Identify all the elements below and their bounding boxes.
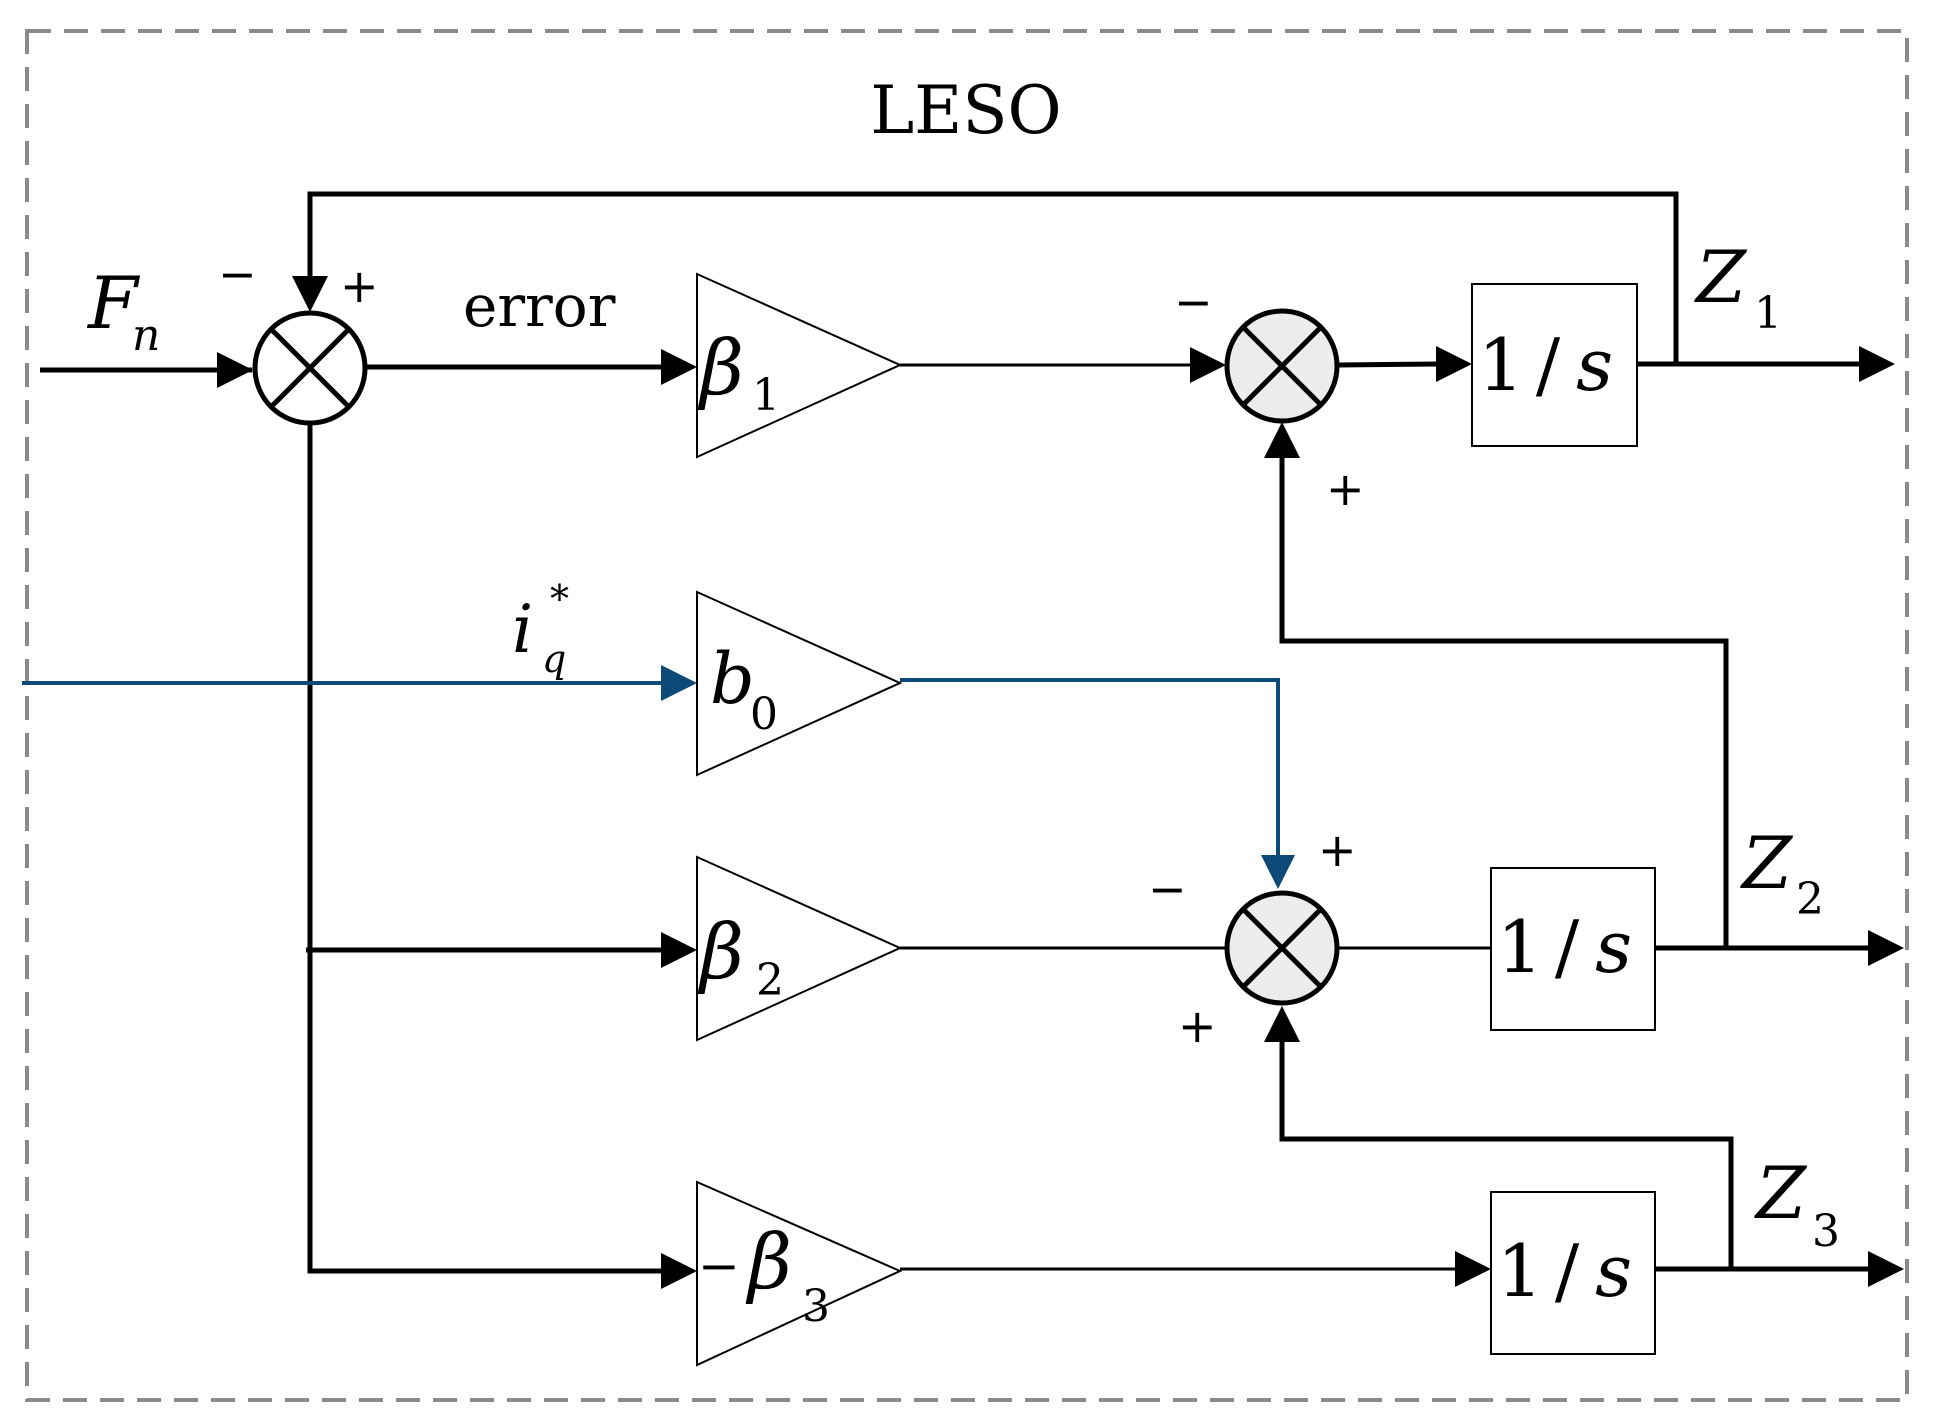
gain-beta2-symbol: β	[697, 907, 744, 996]
input-label-main: F	[86, 261, 141, 345]
integrator-3-slash: /	[1555, 1229, 1580, 1313]
summing-junction-1	[252, 310, 368, 426]
beta1-output-arrowhead	[1190, 347, 1226, 383]
integrator-1-var: s	[1576, 323, 1613, 407]
svg-text:β: β	[697, 907, 744, 996]
reference-label-superscript: *	[550, 577, 569, 621]
sum2-output-arrowhead	[1436, 346, 1472, 382]
gain-b0: b 0	[696, 590, 903, 777]
output-z3-main: Z	[1754, 1151, 1808, 1235]
gain-beta1-subscript: 1	[752, 370, 780, 421]
integrator-3-var: s	[1595, 1229, 1632, 1313]
sum3-top-plus-sign: +	[1318, 823, 1357, 877]
integrator-1-slash: /	[1536, 323, 1561, 407]
integrator-3: 1/s	[1490, 1191, 1656, 1355]
reference-label-subscript: q	[542, 637, 566, 681]
svg-text:2: 2	[1796, 874, 1824, 925]
z3-feedback-wire	[1279, 1042, 1734, 1269]
reference-arrowhead	[661, 665, 697, 701]
b0-output-wire	[900, 678, 1280, 856]
svg-text:F: F	[86, 261, 141, 345]
svg-text:b: b	[710, 638, 755, 720]
z2-feedback-wire	[1279, 455, 1729, 948]
summing-junction-3	[1224, 890, 1340, 1006]
summing-junction-2	[1224, 308, 1340, 424]
input-label-subscript: n	[132, 310, 160, 361]
sum2-plus-sign: +	[1326, 462, 1365, 516]
diagram-title: LESO	[870, 72, 1061, 149]
output-z2-subscript: 2	[1796, 874, 1824, 925]
b0-output-arrowhead	[1261, 855, 1295, 889]
integrator-3-num: 1	[1497, 1229, 1543, 1313]
svg-text:i: i	[512, 591, 533, 668]
integrator-2-var: s	[1595, 905, 1632, 989]
z1-feedback-wire	[307, 191, 1679, 364]
svg-text:3: 3	[802, 1281, 830, 1332]
integrator-2-slash: /	[1555, 905, 1580, 989]
integrator-2-num: 1	[1497, 905, 1543, 989]
gain-beta3: − β 3	[696, 1180, 903, 1367]
svg-text:1: 1	[752, 370, 780, 421]
output-z3-subscript: 3	[1812, 1206, 1840, 1257]
svg-text:−: −	[698, 1237, 740, 1295]
svg-text:2: 2	[756, 955, 784, 1006]
svg-text:q: q	[542, 637, 566, 681]
sum1-minus-sign: −	[218, 247, 257, 301]
error-label: error	[463, 272, 616, 340]
integrator-2: 1/s	[1490, 867, 1656, 1031]
beta3-input-arrowhead	[661, 1253, 697, 1289]
sum2-output-wire	[1337, 361, 1441, 368]
gain-beta3-prefix: −	[698, 1237, 740, 1295]
svg-text:n: n	[132, 310, 160, 361]
svg-text:1/s: 1/s	[1497, 905, 1632, 989]
z3-feedback-arrowhead	[1264, 1006, 1300, 1042]
svg-text:1/s: 1/s	[1497, 1229, 1632, 1313]
svg-text:3: 3	[1812, 1206, 1840, 1257]
svg-text:Z: Z	[1694, 235, 1748, 319]
svg-text:1: 1	[1754, 288, 1782, 339]
gain-beta2-subscript: 2	[756, 955, 784, 1006]
z1-feedback-arrowhead	[292, 276, 328, 312]
output-z2-main: Z	[1740, 821, 1794, 905]
svg-text:0: 0	[750, 689, 778, 740]
z1-output-arrowhead	[1859, 346, 1895, 382]
gain-beta3-subscript: 3	[802, 1281, 830, 1332]
error-arrowhead	[661, 349, 697, 385]
gain-beta1: β 1	[696, 272, 903, 459]
input-arrowhead	[217, 352, 253, 388]
sum2-minus-sign: −	[1174, 275, 1213, 329]
reference-label-main: i	[512, 591, 533, 668]
beta3-output-arrowhead	[1455, 1251, 1491, 1287]
svg-text:β: β	[697, 323, 744, 412]
svg-text:*: *	[550, 577, 569, 621]
output-z1-main: Z	[1694, 235, 1748, 319]
svg-text:β: β	[745, 1217, 792, 1306]
sum1-plus-sign: +	[340, 259, 379, 313]
svg-text:1/s: 1/s	[1478, 323, 1613, 407]
leso-frame	[25, 29, 1909, 1402]
svg-text:Z: Z	[1740, 821, 1794, 905]
gain-beta1-symbol: β	[697, 323, 744, 412]
output-z1-subscript: 1	[1754, 288, 1782, 339]
z2-output-arrowhead	[1868, 930, 1904, 966]
sum3-bottom-plus-sign: +	[1178, 999, 1217, 1053]
integrator-1-num: 1	[1478, 323, 1524, 407]
z2-feedback-arrowhead	[1264, 422, 1300, 458]
gain-b0-symbol: b	[710, 638, 755, 720]
svg-text:Z: Z	[1754, 1151, 1808, 1235]
gain-b0-subscript: 0	[750, 689, 778, 740]
gain-beta3-symbol: β	[745, 1217, 792, 1306]
integrator-1: 1/s	[1471, 283, 1638, 447]
z3-output-arrowhead	[1868, 1251, 1904, 1287]
gain-beta2: β 2	[696, 855, 903, 1042]
beta2-input-arrowhead	[661, 932, 697, 968]
sum3-minus-sign: −	[1148, 862, 1187, 916]
error-bus-wire	[307, 424, 665, 1274]
